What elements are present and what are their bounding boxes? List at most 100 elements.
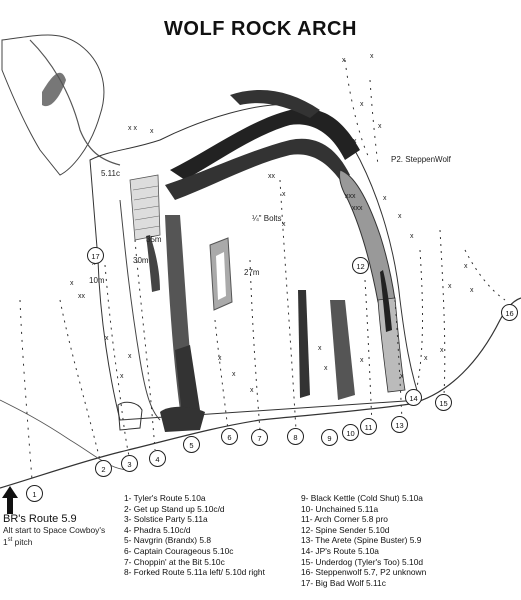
label-quarter-bolts: ¼" Bolts — [252, 214, 282, 223]
arch-band-top — [170, 108, 360, 180]
boulder-left — [117, 401, 143, 431]
route-marker-2: 2 — [95, 460, 112, 477]
route-marker-3: 3 — [121, 455, 138, 472]
br-route-note-sup: st — [7, 537, 13, 543]
upper-dark-fin — [230, 90, 320, 118]
ground-line — [0, 297, 521, 489]
legend-item: 6- Captain Courageous 5.10c — [124, 545, 234, 556]
legend-item: 5- Navgrin (Brandx) 5.8 — [124, 535, 212, 546]
svg-text:x: x — [218, 355, 222, 362]
svg-text:x x: x x — [128, 125, 137, 132]
svg-text:x: x — [383, 195, 387, 202]
svg-text:xxx: xxx — [345, 193, 356, 200]
left-pillar-outline — [1, 34, 105, 176]
svg-text:x: x — [105, 335, 109, 342]
route-marker-1: 1 — [26, 485, 43, 502]
legend-item: 14- JP's Route 5.10a — [301, 545, 379, 556]
svg-text:x: x — [232, 371, 236, 378]
label-p2-steppenwolf: P2. SteppenWolf — [391, 155, 451, 164]
legend-right: 9- Black Kettle (Cold Shut) 5.10a 10- Un… — [301, 493, 426, 588]
left-hatched-band — [129, 174, 161, 241]
br-route-note-2: 1st pitch — [3, 535, 105, 547]
svg-text:x: x — [282, 191, 286, 198]
label-35m: 35m — [146, 235, 162, 244]
route-line-8 — [279, 179, 297, 431]
route-line-1 — [19, 299, 33, 481]
svg-text:x: x — [342, 57, 346, 64]
svg-text:xx: xx — [78, 293, 86, 300]
svg-text:x: x — [70, 280, 74, 287]
upper-left-ridge — [29, 39, 121, 166]
route-marker-11: 11 — [360, 418, 377, 435]
legend-item: 10- Unchained 5.11a — [301, 503, 379, 514]
legend-item: 11- Arch Corner 5.8 pro — [301, 514, 388, 525]
route-line-15 — [439, 229, 446, 396]
svg-text:x: x — [318, 345, 322, 352]
svg-text:x: x — [282, 221, 286, 228]
black-kettle-streak — [298, 290, 310, 398]
route-marker-13: 13 — [391, 416, 408, 433]
legend-item: 1- Tyler's Route 5.10a — [124, 493, 206, 503]
left-crack-system — [119, 199, 161, 421]
svg-text:x: x — [353, 138, 357, 145]
route-marker-16: 16 — [501, 304, 518, 321]
route-line-7 — [249, 259, 261, 431]
br-route-title: BR's Route 5.9 — [3, 513, 77, 525]
br-route-note-rest: pitch — [12, 536, 33, 547]
svg-text:x: x — [398, 213, 402, 220]
legend-item: 12- Spine Sender 5.10d — [301, 524, 390, 535]
formation-outline — [89, 103, 421, 421]
arch-band-lower — [165, 138, 350, 200]
left-dark-slot — [146, 235, 160, 292]
route-lines — [19, 59, 506, 481]
svg-text:x: x — [440, 347, 444, 354]
legend-item: 3- Solstice Party 5.11a — [124, 514, 208, 525]
svg-text:x: x — [250, 387, 254, 394]
svg-text:x: x — [324, 365, 328, 372]
svg-text:x: x — [470, 287, 474, 294]
legend-item: 2- Get up Stand up 5.10c/d — [124, 503, 225, 514]
label-30m: 30m — [133, 256, 149, 265]
legend-item: 9- Black Kettle (Cold Shut) 5.10a — [301, 493, 423, 503]
right-arete-band — [339, 169, 396, 303]
svg-text:xx: xx — [268, 173, 276, 180]
route-marker-17: 17 — [87, 247, 104, 264]
br-route-note-1: Alt start to Space Cowboy's — [3, 525, 106, 535]
route-line-4 — [134, 239, 156, 451]
hatching — [132, 185, 161, 231]
svg-text:x: x — [424, 355, 428, 362]
br-route-block: BR's Route 5.9 Alt start to Space Cowboy… — [3, 513, 105, 547]
route-marker-14: 14 — [405, 389, 422, 406]
route-marker-9: 9 — [321, 429, 338, 446]
route-marker-4: 4 — [149, 450, 166, 467]
unchained-streak — [330, 300, 355, 400]
gray-flake-inner — [216, 252, 226, 300]
svg-text:x: x — [128, 353, 132, 360]
left-pillar-shade — [42, 72, 66, 107]
map-title: WOLF ROCK ARCH — [164, 18, 357, 40]
legend-item: 13- The Arete (Spine Buster) 5.9 — [301, 535, 422, 546]
route-line-2 — [59, 299, 101, 461]
right-arete-lower — [377, 297, 406, 393]
boulder — [160, 406, 205, 432]
route-line-14 — [415, 249, 424, 393]
svg-text:x: x — [410, 233, 414, 240]
right-dark-streak — [380, 270, 392, 332]
legend-item: 7- Choppin' at the Bit 5.10c — [124, 556, 225, 567]
label-grade-5-11c: 5.11c — [101, 169, 120, 178]
svg-text:x: x — [400, 373, 404, 380]
route-marker-12: 12 — [352, 257, 369, 274]
svg-text:x: x — [150, 128, 154, 135]
route-marker-7: 7 — [251, 429, 268, 446]
svg-text:x: x — [120, 373, 124, 380]
svg-text:x: x — [370, 53, 374, 60]
legend-left: 1- Tyler's Route 5.10a 2- Get up Stand u… — [124, 493, 265, 578]
legend-item: 4- Phadra 5.10c/d — [124, 524, 191, 535]
route-marker-5: 5 — [183, 436, 200, 453]
svg-text:x: x — [360, 357, 364, 364]
center-dark-lower — [175, 345, 200, 415]
svg-text:x: x — [378, 123, 382, 130]
route-marker-10: 10 — [342, 424, 359, 441]
route-marker-8: 8 — [287, 428, 304, 445]
